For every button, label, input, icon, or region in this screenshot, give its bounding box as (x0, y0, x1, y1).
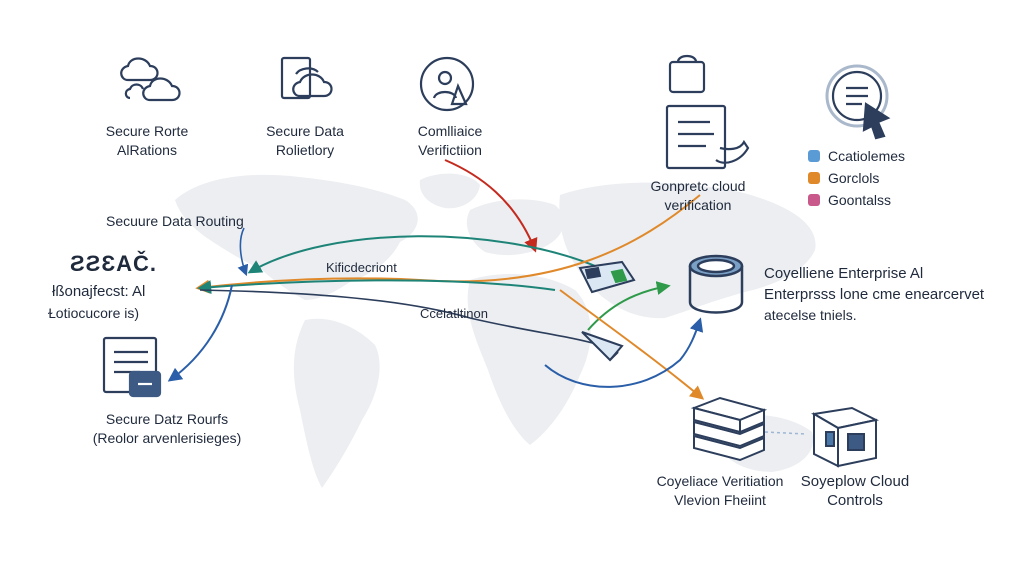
label-line: Secure Rorte (105, 123, 189, 139)
legend-swatch (808, 194, 820, 206)
label-compliance-server: Coyeliace Veritiation Vlevion Fheiint (640, 472, 800, 510)
label-line: Coyeliace Veritiation (656, 473, 784, 489)
legend-label: Gorclols (828, 170, 880, 186)
label-line: (Reolor arvenlerisieges) (92, 430, 242, 446)
label-enterprise-desc: Enterprsss lone cme enearcervet (764, 286, 985, 303)
map-north-america (175, 174, 418, 300)
label-routing: Secuure Data Routing (106, 213, 244, 229)
flow-dashed-connector (764, 431, 807, 435)
label-line: Rolietlory (275, 142, 335, 158)
flow-teal-long (247, 235, 601, 274)
label-line: verification (664, 197, 732, 213)
flow-label-1: Kificdecriont (326, 260, 397, 275)
label-line: AlRations (117, 142, 177, 158)
map-greenland (419, 173, 480, 209)
legend-swatch (808, 150, 820, 162)
label-secure-route: Secure Rorte AlRations (92, 122, 202, 160)
label-enterprise-desc2: atecelse tniels. (764, 307, 857, 323)
label-compliance-verification: Comlliaice Verifictiion (395, 122, 505, 160)
label-line: Soyeplow Cloud (800, 473, 910, 490)
map-asia (559, 182, 816, 319)
flow-blue-left (167, 284, 233, 382)
cloud-controls-icon (811, 406, 880, 468)
flow-orange-down (559, 289, 705, 400)
label-line: Verifictiion (418, 142, 482, 158)
label-line: Secure Data (266, 123, 344, 139)
map-europe (466, 199, 564, 256)
label-line: Gonpretc cloud (650, 178, 746, 194)
label-line: Comlliaice (417, 123, 483, 139)
label-cloud-verification: Gonpretc cloud verification (638, 177, 758, 215)
flow-green (587, 281, 671, 331)
flow-arrows (167, 159, 807, 435)
legend-swatch (808, 172, 820, 184)
label-line: Vlevion Fheiint (674, 492, 766, 508)
label-left-sub2: Ɫotiocucore is) (48, 305, 140, 321)
label-enterprise-ai: Coyelliene Enterprise Al (764, 265, 924, 282)
label-left-sub1: łßonajfecst: Al (52, 283, 146, 300)
flow-blue-right (544, 317, 704, 388)
compliance-user-icon (419, 56, 475, 112)
label-line: Secure Datz Rourfs (105, 411, 229, 427)
flow-navy-mid (199, 289, 601, 346)
map-south-america (293, 318, 380, 488)
flow-teal-mid (197, 279, 556, 295)
document-report-icon (102, 336, 162, 398)
label-secure-data: Secure Data Rolietlory (250, 122, 360, 160)
database-icon (688, 254, 744, 314)
secure-device-icon (578, 260, 636, 294)
legend-label: Goontalss (828, 192, 892, 208)
clipboard-checklist-icon (665, 54, 750, 170)
label-left-title: ƧƧƐAČ. (70, 251, 158, 276)
label-cloud-controls: Soyeplow Cloud Controls (800, 472, 910, 510)
document-cloud-icon (280, 56, 333, 100)
label-secure-routs: Secure Datz Rourfs (Reolor arvenlerisieg… (72, 410, 262, 448)
paper-plane-icon (581, 331, 624, 362)
map-africa (467, 274, 591, 445)
flow-label-2: Ccelatltinon (420, 306, 488, 321)
legend-item: Goontalss (808, 192, 891, 208)
legend-item: Gorclols (808, 170, 879, 186)
legend-label: Ccatiolemes (828, 148, 906, 164)
touch-list-icon (825, 64, 891, 140)
label-line: Controls (827, 492, 883, 509)
flow-red (444, 159, 538, 253)
flow-blue-routing (237, 227, 249, 277)
server-stack-icon (690, 396, 768, 462)
legend-item: Ccatiolemes (808, 148, 905, 164)
cloud-cluster-icon (120, 57, 181, 102)
